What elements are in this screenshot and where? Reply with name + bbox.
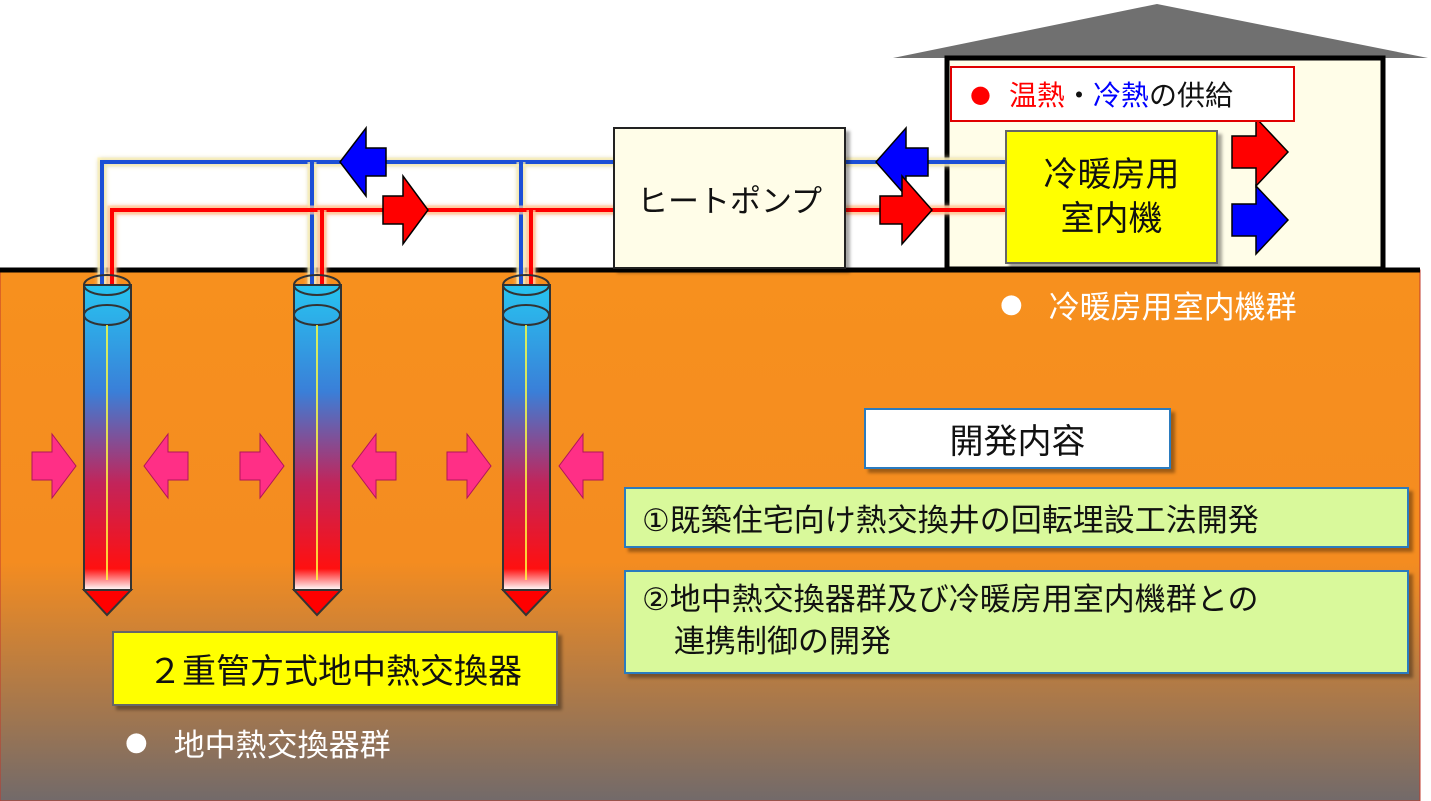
heat-absorption-arrow <box>351 432 397 500</box>
heat-pump-box: ヒートポンプ <box>613 127 846 269</box>
development-title: 開発内容 <box>949 422 1086 462</box>
supply-hot-text: 温熱 <box>1008 79 1065 112</box>
heat-absorption-arrow <box>31 432 77 500</box>
hot-flow-arrow <box>382 173 429 247</box>
double-pipe-exchanger-label: ２重管方式地中熱交換器 <box>112 631 558 706</box>
supply-cold-text: 冷熱 <box>1092 79 1149 112</box>
exchanger-group-text: 地中熱交換器群 <box>173 727 391 764</box>
indoor-unit-line2: 室内機 <box>1060 199 1163 239</box>
development-item-1: ①既築住宅向け熱交換井の回転埋設工法開発 <box>624 487 1409 548</box>
development-title-box: 開発内容 <box>864 408 1171 469</box>
heat-absorption-arrow <box>143 432 189 500</box>
cold-flow-arrow <box>874 126 929 198</box>
indoor-group-bullet: ● <box>1000 289 1023 319</box>
exchanger-label-text: ２重管方式地中熱交換器 <box>148 652 522 692</box>
ground-heat-exchanger-well-3 <box>500 274 553 617</box>
supply-rest-text: の供給 <box>1149 79 1234 112</box>
heat-absorption-arrow <box>446 432 492 500</box>
development-item-2-line2: 連携制御の開発 <box>674 624 891 660</box>
indoor-unit-group-label: ● 冷暖房用室内機群 <box>1000 282 1297 326</box>
heat-supply-label: ● 温熱 ・ 冷熱 の供給 <box>950 66 1295 122</box>
cold-flow-arrow <box>1231 184 1290 256</box>
hot-flow-arrow <box>879 174 934 246</box>
development-item-2: ②地中熱交換器群及び冷暖房用室内機群との 連携制御の開発 <box>624 570 1409 674</box>
hot-flow-arrow <box>1231 116 1290 188</box>
indoor-group-text: 冷暖房用室内機群 <box>1048 289 1297 326</box>
exchanger-group-label: ● 地中熱交換器群 <box>125 720 391 764</box>
ground-heat-exchanger-well-1 <box>81 274 134 617</box>
ground-heat-exchanger-well-2 <box>291 274 344 617</box>
development-item-2-line1: ②地中熱交換器群及び冷暖房用室内機群との <box>642 582 1259 619</box>
supply-separator: ・ <box>1064 79 1093 112</box>
house-roof <box>893 4 1428 58</box>
indoor-unit-box: 冷暖房用 室内機 <box>1005 130 1218 264</box>
development-item-1-text: ①既築住宅向け熱交換井の回転埋設工法開発 <box>642 503 1259 539</box>
heat-pump-label: ヒートポンプ <box>636 183 823 220</box>
indoor-unit-line1: 冷暖房用 <box>1043 154 1180 195</box>
heat-absorption-arrow <box>239 432 285 500</box>
exchanger-group-bullet: ● <box>125 727 148 757</box>
supply-bullet: ● <box>970 80 991 108</box>
heat-absorption-arrow <box>558 432 604 500</box>
cold-flow-arrow <box>339 125 387 199</box>
